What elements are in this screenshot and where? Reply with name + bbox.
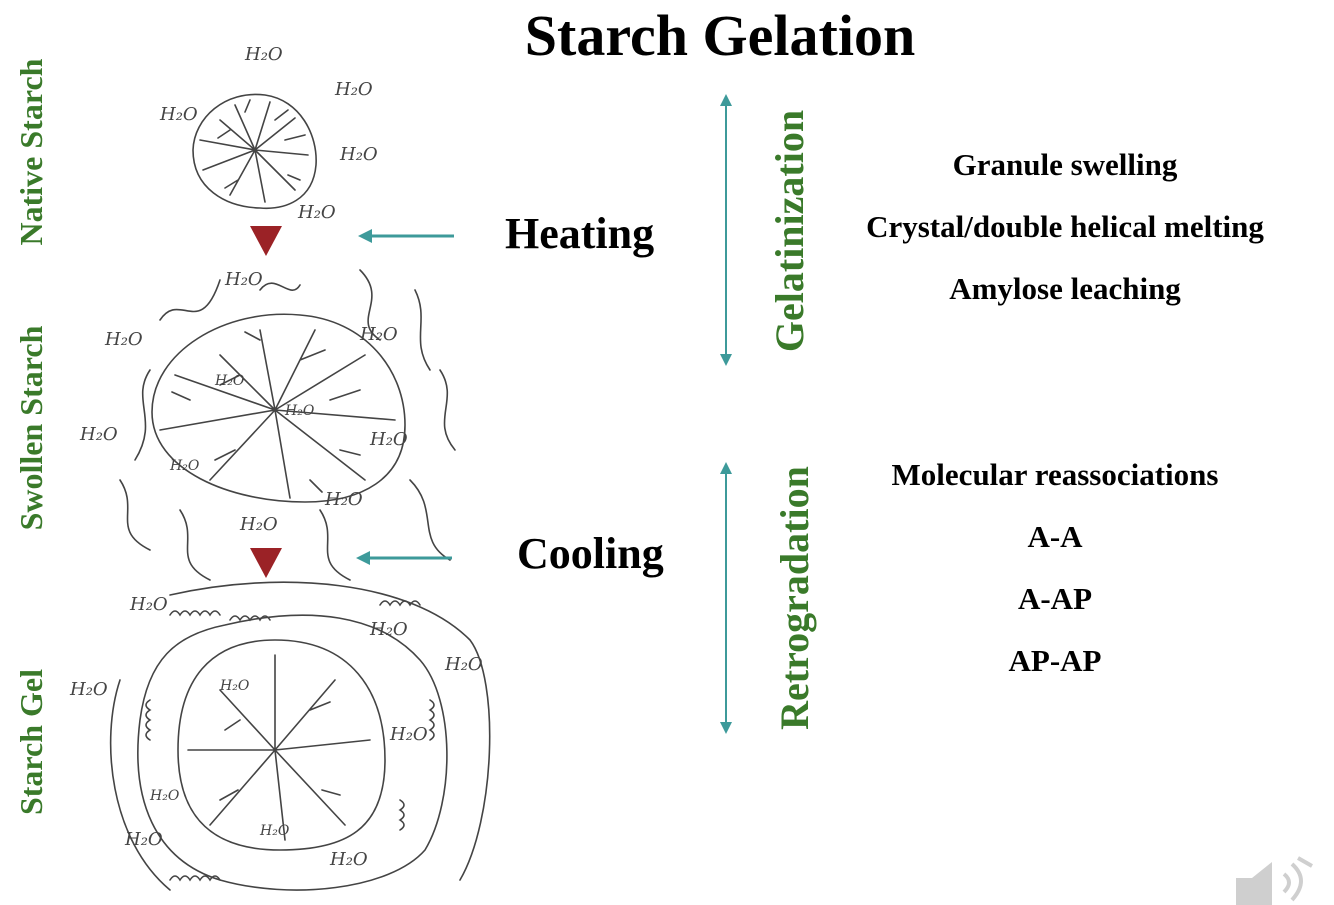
- phase-retrogradation: Retrogradation: [772, 466, 817, 730]
- svg-text:H₂O: H₂O: [369, 619, 408, 640]
- gel-granule-drawing: [109, 581, 491, 891]
- svg-text:H₂O: H₂O: [169, 458, 200, 474]
- phase-gelatinization: Gelatinization: [767, 109, 812, 353]
- svg-text:H₂O: H₂O: [444, 654, 483, 675]
- svg-text:H₂O: H₂O: [334, 79, 373, 100]
- svg-text:H₂O: H₂O: [297, 202, 336, 223]
- page-title: Starch Gelation: [524, 3, 916, 68]
- down-triangle-icon: [250, 548, 282, 578]
- svg-text:H₂O: H₂O: [79, 424, 118, 445]
- svg-text:H₂O: H₂O: [389, 724, 428, 745]
- step-cooling: Cooling: [517, 529, 664, 578]
- svg-text:H₂O: H₂O: [149, 788, 180, 804]
- svg-text:H₂O: H₂O: [224, 269, 263, 290]
- svg-text:H₂O: H₂O: [369, 429, 408, 450]
- retrogradation-event: Molecular reassociations: [891, 457, 1219, 492]
- starch-granule-sketches: H₂O H₂O H₂O H₂O H₂O H₂O H₂O H₂O H₂O H₂O …: [69, 44, 491, 891]
- svg-text:H₂O: H₂O: [159, 104, 198, 125]
- svg-text:H₂O: H₂O: [124, 829, 163, 850]
- double-arrow-icon: [720, 462, 732, 734]
- down-triangle-icon: [250, 226, 282, 256]
- native-granule-drawing: [192, 93, 317, 210]
- svg-text:H₂O: H₂O: [324, 489, 363, 510]
- retrogradation-event: A-A: [1027, 519, 1083, 554]
- svg-text:H₂O: H₂O: [284, 403, 315, 419]
- double-arrow-icon: [720, 94, 732, 366]
- retrogradation-event: AP-AP: [1008, 643, 1102, 678]
- svg-text:H₂O: H₂O: [339, 144, 378, 165]
- retrogradation-event: A-AP: [1017, 581, 1093, 616]
- stage-label-native: Native Starch: [13, 58, 49, 246]
- svg-text:H₂O: H₂O: [359, 324, 398, 345]
- swollen-granule-drawing: [119, 269, 456, 581]
- svg-text:H₂O: H₂O: [69, 679, 108, 700]
- svg-text:H₂O: H₂O: [259, 823, 290, 839]
- gelatinization-event: Crystal/double helical melting: [866, 209, 1264, 244]
- stage-label-swollen: Swollen Starch: [13, 325, 49, 531]
- svg-text:H₂O: H₂O: [214, 373, 245, 389]
- left-arrow-icon: [356, 551, 452, 565]
- gelatinization-event: Amylose leaching: [949, 271, 1181, 306]
- svg-text:H₂O: H₂O: [329, 849, 368, 870]
- left-arrow-icon: [358, 229, 454, 243]
- gelatinization-event: Granule swelling: [952, 147, 1178, 182]
- step-heating: Heating: [505, 209, 655, 258]
- water-label: H₂O: [244, 44, 283, 65]
- svg-text:H₂O: H₂O: [129, 594, 168, 615]
- svg-text:H₂O: H₂O: [104, 329, 143, 350]
- water-labels: H₂O H₂O H₂O H₂O H₂O H₂O H₂O H₂O H₂O H₂O …: [69, 44, 483, 870]
- speaker-icon[interactable]: [1232, 856, 1332, 905]
- svg-text:H₂O: H₂O: [219, 678, 250, 694]
- stage-label-gel: Starch Gel: [13, 668, 49, 816]
- svg-text:H₂O: H₂O: [239, 514, 278, 535]
